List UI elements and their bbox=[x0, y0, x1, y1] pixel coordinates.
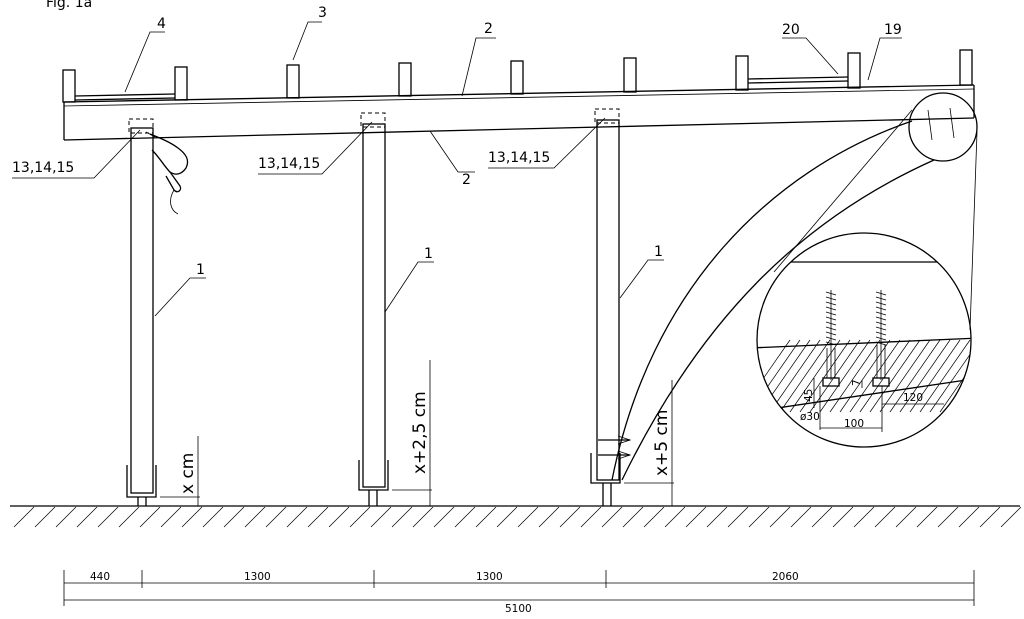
detail-edge-distance: 120 bbox=[903, 392, 923, 404]
detail-head-height: 7 bbox=[851, 379, 863, 386]
callout-1-middle: 1 bbox=[424, 246, 433, 262]
callout-20: 20 bbox=[782, 22, 800, 38]
callout-2-lower: 2 bbox=[462, 172, 471, 188]
detail-depth: 45 bbox=[803, 389, 815, 402]
offset-middle: x+2,5 cm bbox=[410, 391, 430, 474]
post-left bbox=[126, 118, 157, 506]
offset-left: x cm bbox=[178, 453, 198, 494]
dimension-chain: 440 1300 1300 2060 5100 bbox=[63, 570, 975, 615]
callout-fixing-left: 13,14,15 bbox=[12, 160, 74, 176]
callout-1-right: 1 bbox=[654, 244, 663, 260]
callout-4: 4 bbox=[157, 16, 166, 32]
callout-3: 3 bbox=[318, 5, 327, 21]
detail-spacing: 100 bbox=[844, 418, 864, 430]
post-right bbox=[590, 108, 632, 506]
dim-total: 5100 bbox=[505, 603, 532, 615]
dim-seg-1: 440 bbox=[90, 571, 110, 583]
roof-beam-structure bbox=[62, 49, 975, 141]
detail-circle: 45 ø30 100 120 7 bbox=[756, 232, 972, 448]
callout-19: 19 bbox=[884, 22, 902, 38]
ground-line bbox=[10, 505, 1022, 528]
rafter-blocks bbox=[62, 49, 973, 103]
height-offsets: x cm x+2,5 cm x+5 cm bbox=[160, 360, 674, 506]
callout-1-left: 1 bbox=[196, 262, 205, 278]
callouts: 4 3 2 2 20 19 1 1 1 13,14,15 13,14,15 13… bbox=[12, 5, 902, 317]
callout-fixing-middle: 13,14,15 bbox=[258, 156, 320, 172]
offset-right: x+5 cm bbox=[652, 410, 672, 476]
detail-diameter: ø30 bbox=[800, 411, 820, 423]
dim-seg-3: 1300 bbox=[476, 571, 503, 583]
dim-seg-4: 2060 bbox=[772, 571, 799, 583]
drill-icon bbox=[145, 131, 189, 215]
dim-seg-2: 1300 bbox=[244, 571, 271, 583]
callout-fixing-right: 13,14,15 bbox=[488, 150, 550, 166]
post-middle bbox=[358, 112, 389, 506]
detail-magnifier bbox=[611, 92, 978, 481]
callout-2-upper: 2 bbox=[484, 21, 493, 37]
figure-label: Fig. 1a bbox=[46, 0, 92, 11]
